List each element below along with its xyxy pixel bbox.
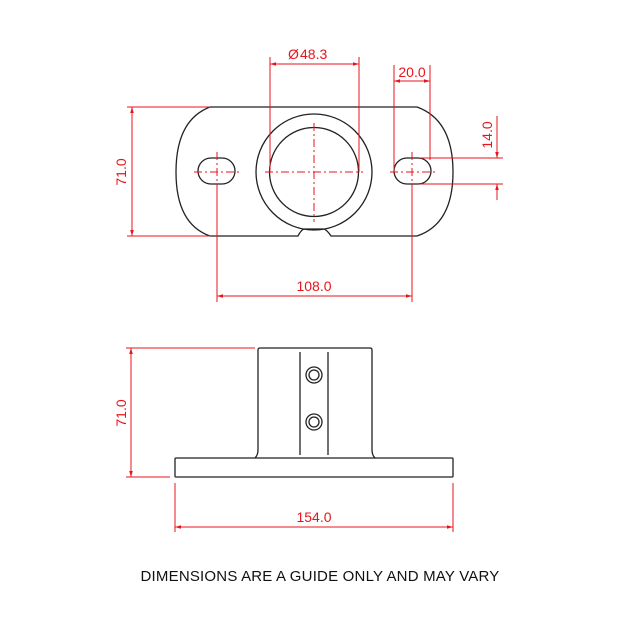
diameter-symbol: Ø	[288, 46, 299, 62]
base-length-label: 154.0	[296, 509, 331, 525]
hole-spacing-label: 108.0	[296, 278, 331, 294]
diameter-label: 48.3	[300, 46, 327, 62]
disclaimer-note: DIMENSIONS ARE A GUIDE ONLY AND MAY VARY	[140, 568, 500, 585]
slot-width-label: 14.0	[479, 121, 495, 148]
side-view: 71.0 154.0	[113, 347, 454, 532]
top-view: Ø 48.3 20.0 14.0 71.0	[113, 46, 503, 302]
slot-length-label: 20.0	[398, 64, 425, 80]
socket-outer	[255, 113, 373, 231]
base-flange	[174, 457, 454, 478]
grub-screw-top	[305, 366, 323, 384]
hole-spacing-dimension: 108.0	[216, 192, 413, 302]
post-outline	[254, 347, 376, 459]
grub-screw-bottom	[305, 413, 323, 431]
slot-length-dimension: 20.0	[393, 64, 431, 172]
side-height-dimension: 71.0	[113, 347, 255, 478]
side-height-label: 71.0	[113, 399, 129, 426]
diameter-dimension: Ø 48.3	[269, 46, 360, 172]
plate-height-label: 71.0	[113, 158, 129, 185]
slot-width-dimension: 14.0	[420, 116, 503, 200]
centerlines	[194, 123, 436, 222]
plate-height-dimension: 71.0	[113, 106, 210, 237]
base-length-dimension: 154.0	[174, 483, 454, 532]
